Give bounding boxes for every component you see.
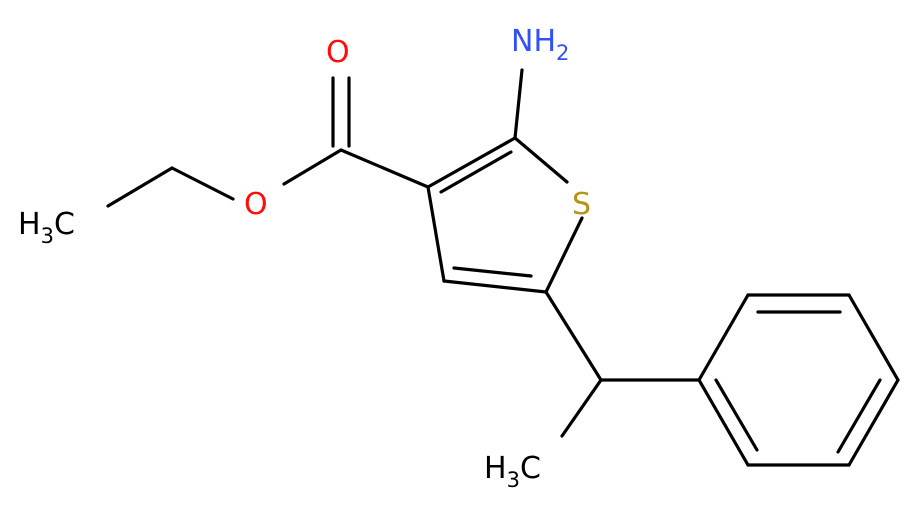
bond-ph-3	[847, 293, 900, 382]
methyl-branch-h: H	[484, 451, 507, 486]
atom-sulfur: S	[572, 187, 591, 222]
bond-o-carbonylc	[282, 148, 343, 186]
bond-ph-inner-left	[714, 378, 759, 452]
methyl-ethyl-h: H	[18, 207, 41, 242]
methyl-ethyl-subscript: 3	[41, 224, 54, 248]
amino-subscript: 2	[556, 41, 569, 65]
atom-methyl-ethyl: H3C	[18, 207, 75, 248]
bond-ph-inner-right	[836, 378, 882, 454]
bond-s-c5	[544, 216, 584, 294]
bond-ph-4	[847, 378, 900, 467]
bond-ch3-ch2	[106, 166, 174, 208]
atom-oxygen-carbonyl: O	[326, 35, 350, 70]
atom-amino: NH2	[511, 24, 569, 65]
methyl-branch-c: C	[520, 451, 541, 486]
bond-c2-s	[513, 136, 569, 184]
bond-c5-ch	[544, 290, 603, 382]
methyl-ethyl-c: C	[54, 207, 75, 242]
bond-c3-c2	[426, 136, 517, 189]
bond-c5-c4	[442, 279, 548, 294]
bond-ch-ch3	[560, 378, 603, 438]
atom-methyl-branch: H3C	[484, 451, 541, 492]
bond-ph-1	[697, 293, 750, 382]
bond-c3-c2-inner	[439, 150, 513, 194]
amino-main: NH	[511, 24, 556, 59]
methyl-branch-subscript: 3	[507, 468, 520, 492]
bond-ph-6	[697, 378, 750, 467]
bond-c5-c4-inner	[452, 266, 533, 278]
bond-c2-n	[513, 68, 524, 140]
atom-oxygen-ester: O	[244, 187, 268, 222]
bond-ch2-o	[170, 166, 235, 201]
bond-c4-c3	[426, 185, 446, 283]
bond-carbonylc-c3	[339, 148, 430, 189]
